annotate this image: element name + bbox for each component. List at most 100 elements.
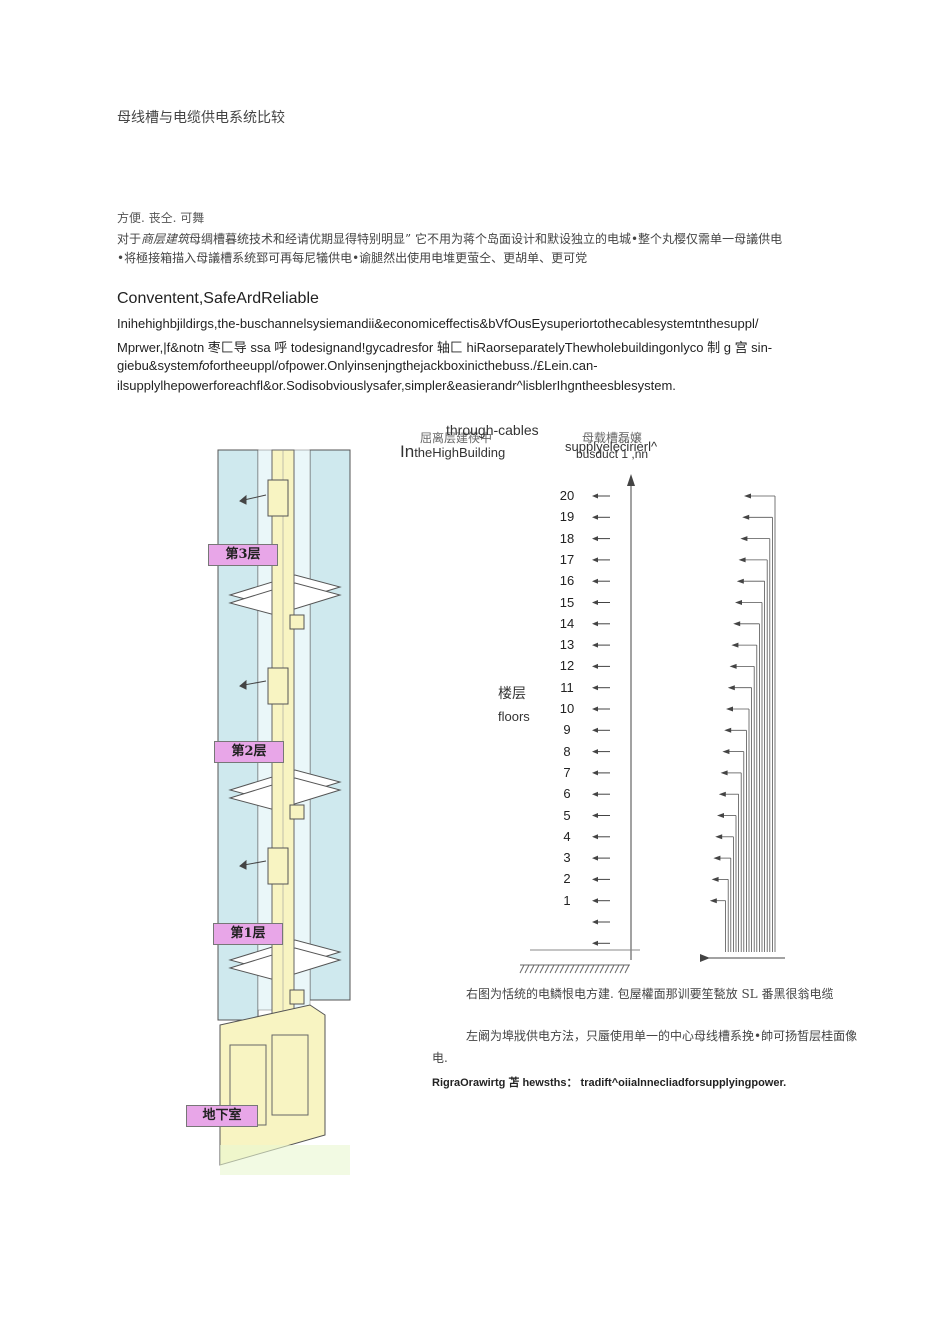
cable-feed-arrowhead <box>711 876 719 882</box>
floor-number: 18 <box>559 530 575 546</box>
ground-hatch-mark <box>624 964 630 974</box>
floor-number: 1 <box>563 892 571 908</box>
floor-number: 15 <box>559 594 575 610</box>
diagram-label-en-right1: supplyelecirierl^ <box>565 439 658 454</box>
floor-number: 10 <box>559 701 575 716</box>
floor-label-basement: 地下室 <box>186 1105 258 1127</box>
cable-feed-arrowhead <box>726 706 733 712</box>
floor-number: 19 <box>559 509 575 525</box>
floor-label-1: 第1层 <box>213 923 283 945</box>
building-wall-right <box>309 449 351 1001</box>
floor-number: 11 <box>560 679 574 695</box>
paragraph-en-line3: giebu&systemfofortheeuppl/ofpower.Onlyin… <box>117 358 598 373</box>
cable-feed-arrowhead <box>722 749 730 755</box>
floor-feed-arrowhead <box>592 749 598 755</box>
paragraph-en-line2: Mprwer,|f&notn 枣匚导 ssa 呼 todesignand!gyc… <box>117 340 773 355</box>
paragraph-en-line3-a: giebu&system <box>117 358 199 373</box>
cable-feed-arrowhead <box>740 536 748 542</box>
floor-feed-arrowhead <box>592 663 598 669</box>
floor-number: 9 <box>563 722 571 738</box>
ground-hatch-mark <box>549 964 555 974</box>
ground-hatch-mark <box>574 964 580 974</box>
floor-feed-arrowhead <box>592 578 598 584</box>
busduct-building-illustration <box>217 449 351 1175</box>
floor-number: 14 <box>559 615 575 631</box>
plug-in-boxes <box>267 479 305 1005</box>
ground-hatch-mark <box>569 964 575 974</box>
cable-feed-arrowhead <box>733 621 741 627</box>
floor-feed-arrowhead <box>592 898 598 904</box>
diagram-label-cn-left: 屈离层建筷中 <box>420 431 493 445</box>
floor-number: 17 <box>559 551 575 567</box>
cable-feed-arrowhead <box>742 514 750 520</box>
cable-feed-arrowhead <box>727 685 735 691</box>
ground-hatch-mark <box>559 964 565 974</box>
ground-hatch-mark <box>614 964 620 974</box>
floor-feed-arrowhead <box>592 813 598 818</box>
floor-number: 3 <box>563 850 571 866</box>
cable-feed-arrowhead <box>731 642 739 648</box>
paragraph-en-line3-b: fortheeuppl/ofpower.Onlyinsenjngthejackb… <box>209 358 598 373</box>
floor-feed-arrowhead <box>592 876 598 882</box>
ground-hatch-mark <box>579 964 585 974</box>
ground-hatch-mark <box>604 964 610 974</box>
ground-hatch-mark <box>534 964 540 974</box>
paragraph-cn-part2: 母绸槽暮统技术和经请优期显得特别明显” 它不用为蒋个岛面设计和默设独立的电城•整… <box>189 232 783 246</box>
ground-hatch-mark <box>564 964 570 974</box>
cable-feed-arrowhead <box>713 855 721 861</box>
paragraph-cn-italic: 商层建筑 <box>141 232 190 246</box>
floor-feed-arrowhead <box>592 706 598 712</box>
floor-feed-arrowhead <box>592 919 598 925</box>
ground-hatch-mark <box>519 964 525 974</box>
paragraph-cn: 对于商层建筑母绸槽暮统技术和经请优期显得特别明显” 它不用为蒋个岛面设计和默设独… <box>117 229 877 249</box>
floor-number: 16 <box>559 573 575 589</box>
section-heading-en: Conventent,SafeArdReliable <box>117 290 319 307</box>
cable-feed-arrowhead <box>720 770 728 776</box>
cable-feed-arrowhead <box>735 600 742 605</box>
supply-arrows <box>239 494 267 870</box>
page-title: 母线槽与电缆供电系统比较 <box>117 110 285 126</box>
diagram-label-cn-right: 母载槽磊嬢 <box>582 431 643 445</box>
floor-number: 4 <box>563 828 571 844</box>
floor-number: 12 <box>559 658 575 674</box>
paragraph-en-line1: Inihehighbjildirgs,the-buschannelsysiema… <box>117 316 759 331</box>
floor-label-2: 第2层 <box>214 741 284 763</box>
ground-hatch-mark <box>609 964 615 974</box>
diagram-label-en-left2: IntheHighBuilding <box>400 442 505 462</box>
supply-diagram <box>519 474 785 974</box>
cable-feed-arrowhead <box>738 557 746 563</box>
ground-hatch-mark <box>594 964 600 974</box>
ground-hatch-mark <box>554 964 560 974</box>
paragraph-en-line3-italic: fo <box>198 358 210 373</box>
floor-feed-arrowhead <box>592 770 598 776</box>
floors-label-en: floors <box>498 709 530 724</box>
floor-feed-arrowhead <box>592 642 598 648</box>
cable-feed-arrowhead <box>709 898 717 904</box>
ground-hatch-mark <box>619 964 625 974</box>
floor-feed-arrowhead <box>592 514 598 520</box>
paragraph-cn-line2: •将極接箱描入母議槽系统郅可再每尼犠供电•谕腿然出使用电堆更萤仝、更胡单、更可党 <box>117 251 588 265</box>
cable-feed-arrowhead <box>736 578 744 584</box>
cable-feed-arrowhead <box>744 493 751 499</box>
ground-hatch-mark <box>529 964 535 974</box>
section-heading-cn: 方便. 丧仝. 可舞 <box>117 211 205 225</box>
cable-feed-arrowhead <box>718 791 726 797</box>
busduct-arrow-icon <box>627 474 635 486</box>
caption-english: RigraOrawirtg 苫 hewsths： tradift^oiialnn… <box>432 1077 787 1089</box>
floor-feed-arrowhead <box>592 621 598 627</box>
paragraph-en-line4: ilsupplylhepowerforeachfl&or.Sodisobviou… <box>117 378 676 393</box>
cable-feed-arrowhead <box>717 813 724 818</box>
paragraph-cn-part1: 对于 <box>117 232 142 246</box>
floor-feed-arrowhead <box>592 791 598 797</box>
floor-number: 13 <box>559 637 575 653</box>
floor-feed-arrowhead <box>592 493 598 499</box>
floor-feed-arrowhead <box>592 536 598 542</box>
floor-number: 5 <box>563 807 571 823</box>
ground-hatch-mark <box>599 964 605 974</box>
floor-number: 2 <box>563 871 571 887</box>
floor-feed-arrowhead <box>592 685 598 691</box>
floor-number: 8 <box>563 743 571 759</box>
diagram-label-en-right2: busduct 1 ,nn <box>576 447 649 461</box>
diagram-label-en-left2-rest: theHighBuilding <box>414 445 506 460</box>
cable-feed-arrowhead <box>715 834 723 840</box>
